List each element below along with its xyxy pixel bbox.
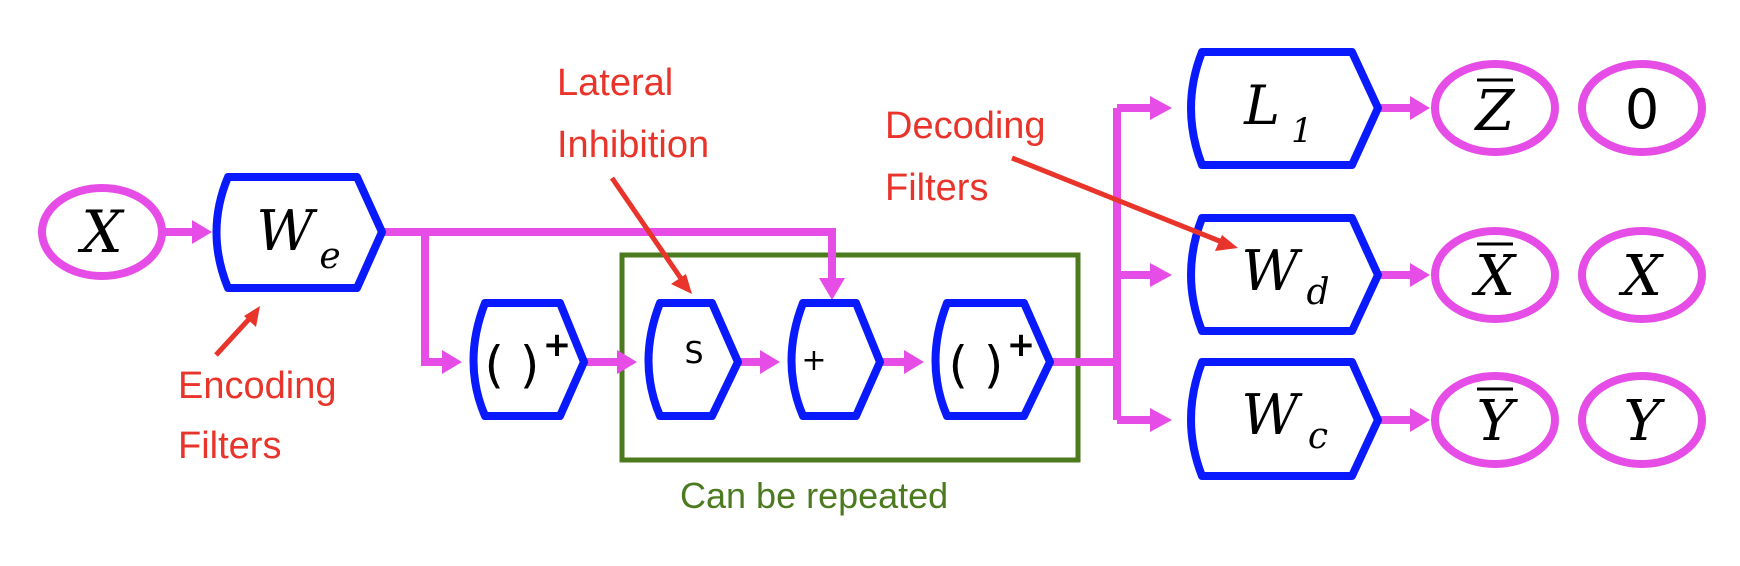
y-target-label: Y (1624, 389, 1666, 454)
ybar-oval (1431, 372, 1559, 468)
s-node (644, 299, 742, 420)
lateral-label-line1: Lateral (557, 62, 673, 104)
encoder-w-label: W (256, 199, 318, 264)
relu-2-plus: + (1007, 325, 1036, 365)
zbar-label: Z (1474, 79, 1516, 144)
decoding-label-line2: Filters (885, 167, 988, 209)
decoder-wd-node (1187, 214, 1382, 335)
x-target-label: X (1618, 244, 1664, 309)
lateral-arrow-shaft (609, 176, 685, 282)
encoder-we-node (212, 173, 386, 292)
s-label: S (684, 336, 703, 371)
encoding-arrow-shaft (214, 316, 252, 357)
xbar-label: X (1471, 244, 1517, 309)
add-label: + (801, 343, 826, 378)
relu-1-plus: + (543, 325, 572, 365)
xbar-oval (1431, 227, 1559, 323)
classifier-wc-node (1187, 358, 1382, 480)
l1-main-label: L (1243, 74, 1280, 137)
decoding-arrowhead (1215, 235, 1238, 251)
x-target-oval (1578, 227, 1706, 323)
lateral-arrowhead (671, 274, 692, 294)
l1-sub-label: 1 (1291, 111, 1313, 151)
encoding-label-line2: Filters (178, 425, 281, 467)
relu-2-paren: ( ) (949, 336, 1004, 394)
ybar-label: Y (1477, 389, 1519, 454)
l1-node (1187, 48, 1382, 169)
classifier-w-label: W (1241, 383, 1303, 448)
relu-1-paren: ( ) (485, 336, 540, 394)
decoding-arrow-shaft (1011, 155, 1223, 245)
zero-oval (1578, 60, 1706, 156)
zero-label: 0 (1625, 78, 1659, 141)
encoder-sub-label: e (319, 236, 340, 277)
add-node (787, 299, 884, 420)
wires (165, 104, 1412, 424)
classifier-sub-label: c (1308, 416, 1328, 457)
relu-node-2 (931, 299, 1054, 420)
repeat-caption: Can be repeated (680, 475, 948, 516)
y-target-oval (1578, 372, 1706, 468)
relu-node-1 (469, 299, 588, 420)
input-x-label: X (77, 198, 125, 266)
decoder-sub-label: d (1306, 272, 1329, 313)
decoding-label-line1: Decoding (885, 105, 1046, 147)
zbar-oval (1431, 60, 1559, 156)
input-x-oval (38, 184, 166, 280)
lateral-label-line2: Inhibition (557, 124, 709, 166)
encoding-label-line1: Encoding (178, 365, 336, 407)
wire-arrowheads (192, 96, 1430, 432)
encoding-arrowhead (244, 306, 260, 327)
decoder-w-label: W (1241, 239, 1303, 304)
